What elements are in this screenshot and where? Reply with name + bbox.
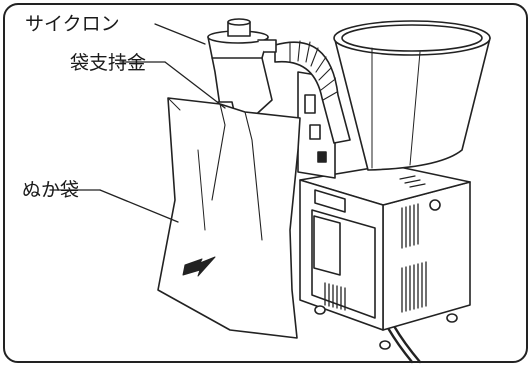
leader-lines [49,23,226,223]
power-cord [386,326,414,364]
label-bag-holder: 袋支持金 [70,52,146,74]
front-vents [324,282,346,311]
label-bran-bag: ぬか袋 [22,179,79,201]
label-cyclone: サイクロン [25,13,120,35]
hopper [333,20,491,171]
cyclone [207,18,277,121]
machine-body [299,164,471,331]
top-vents [399,175,426,188]
hose [274,40,351,144]
bran-bag [157,97,301,339]
side-vents [401,203,427,313]
caster [379,340,391,350]
control-knob [429,199,441,211]
direction-arrow [182,256,216,277]
